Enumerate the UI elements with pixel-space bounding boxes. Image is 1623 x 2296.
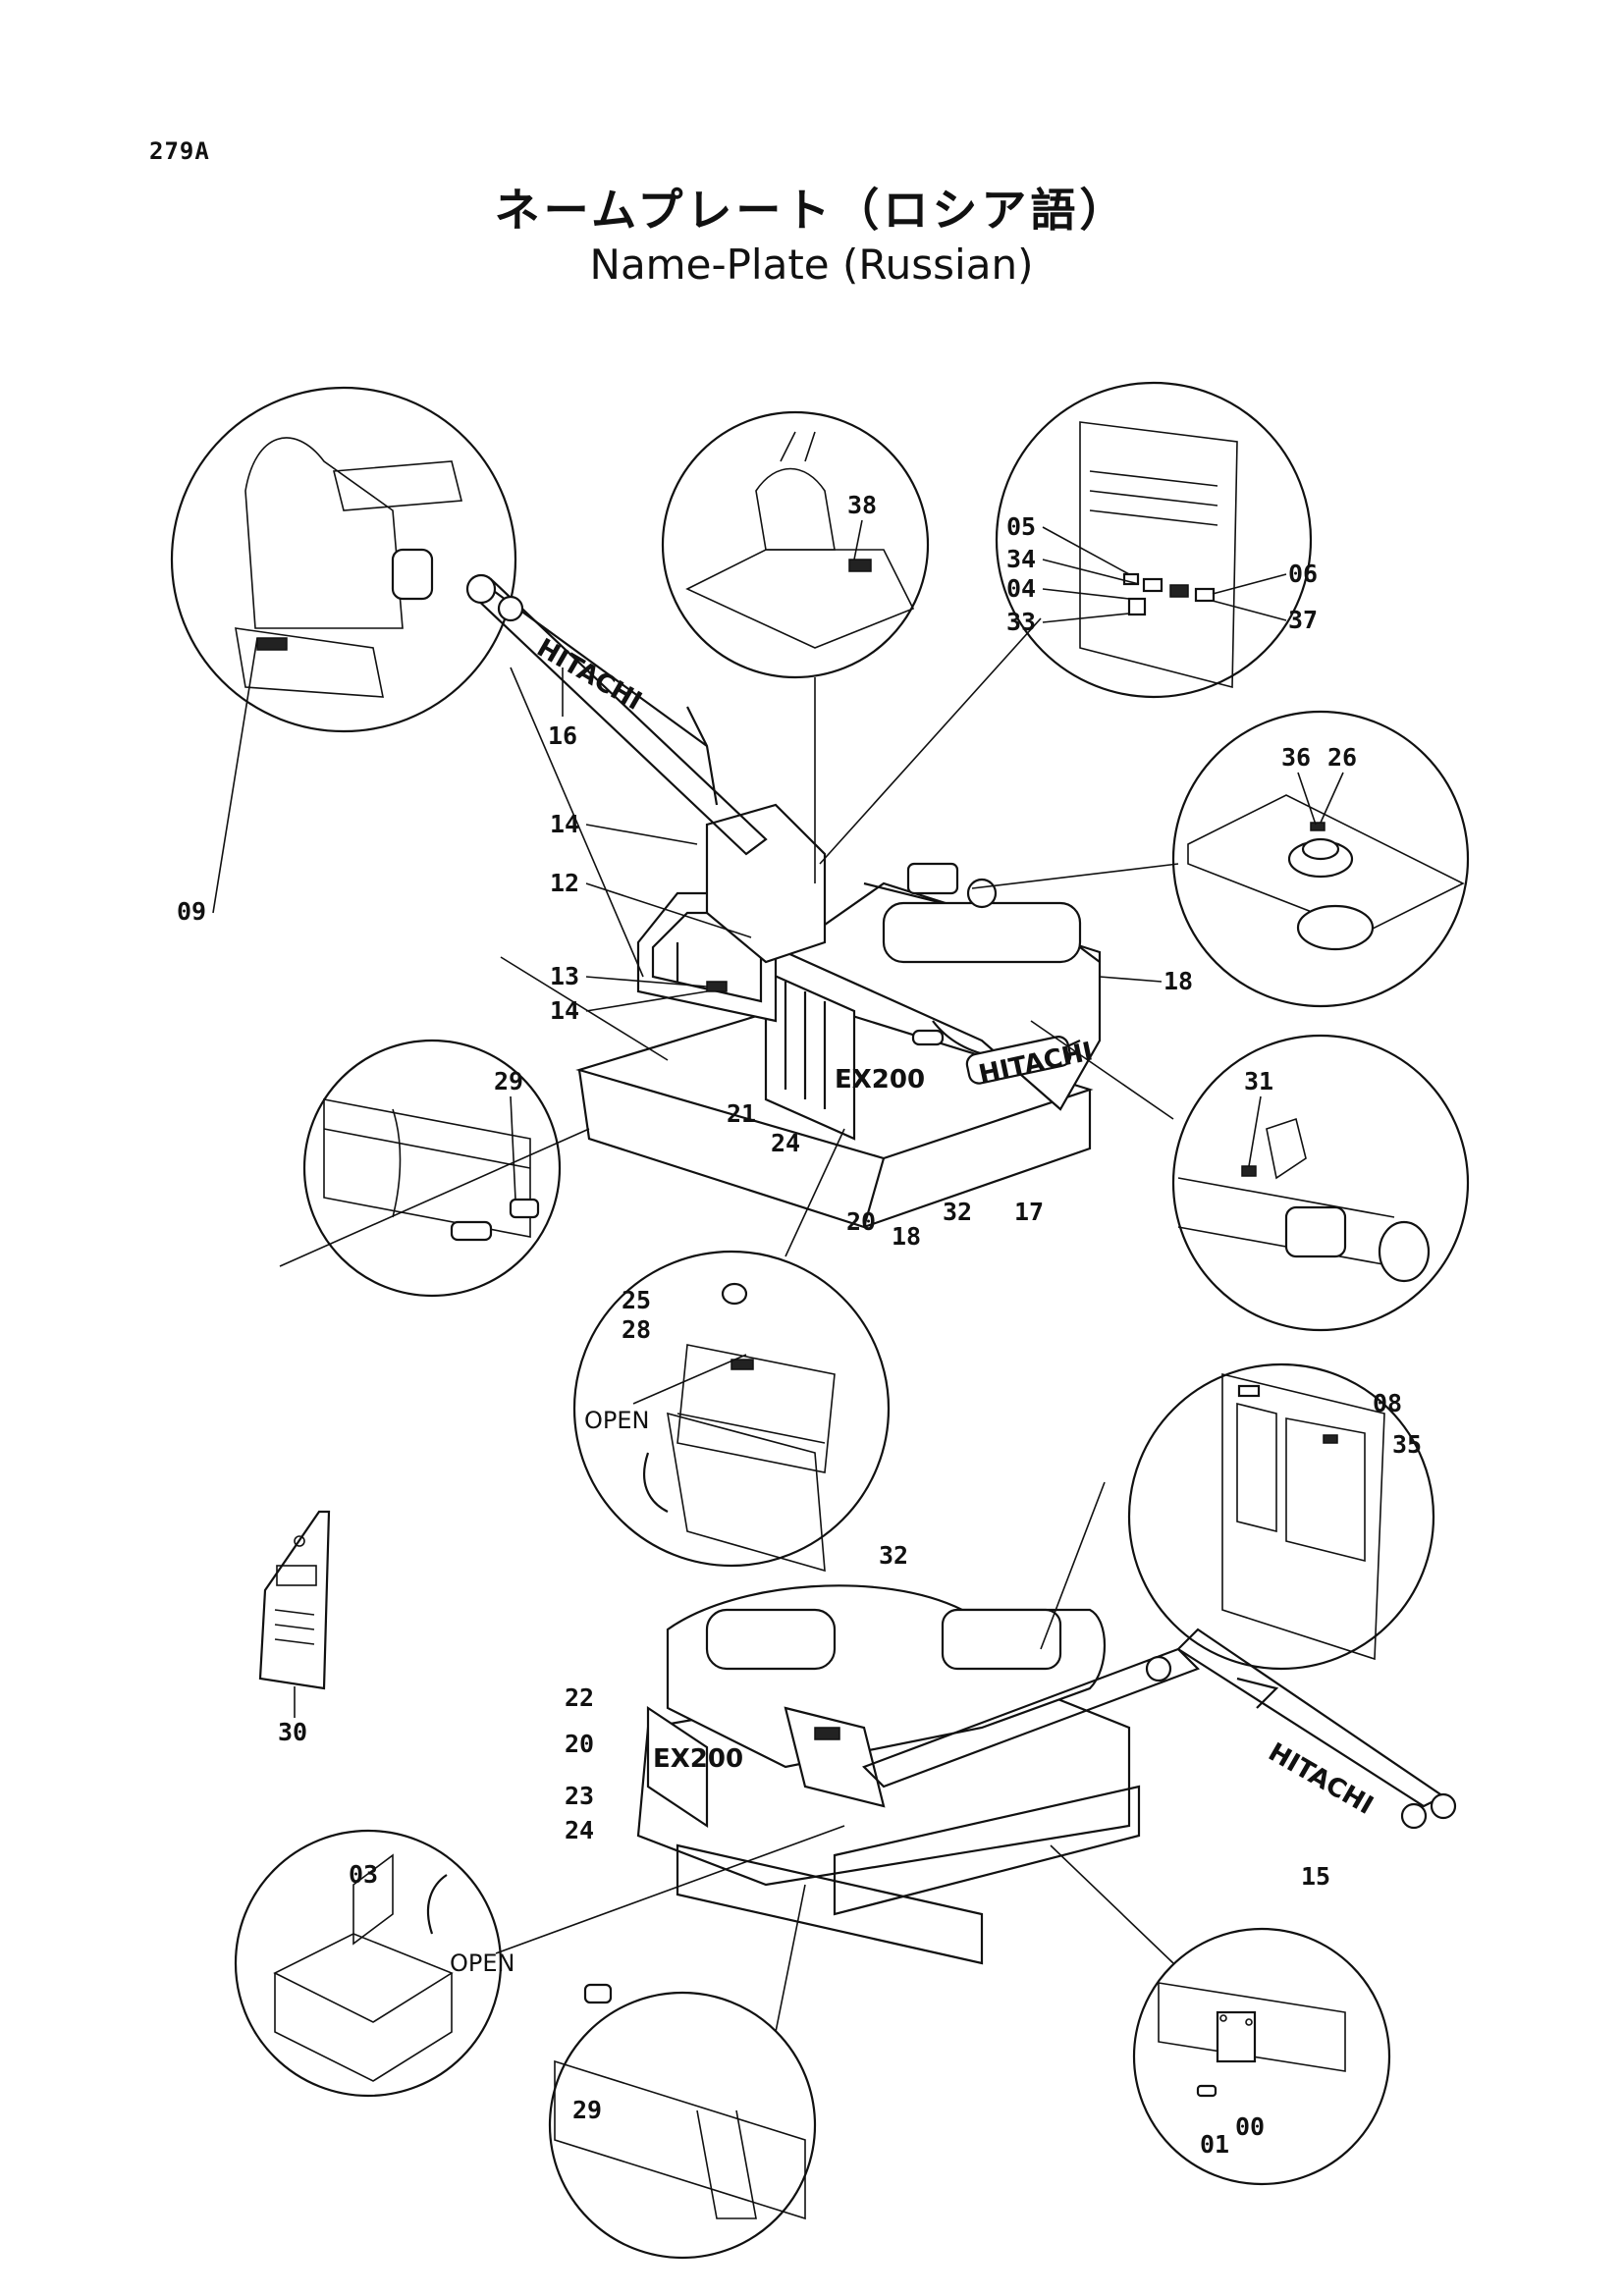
callout-24-upper: 24 bbox=[771, 1129, 800, 1157]
callout-05: 05 bbox=[1006, 512, 1036, 541]
callout-30: 30 bbox=[278, 1718, 307, 1746]
callout-36: 36 bbox=[1281, 743, 1311, 772]
detail-circle-frame-right bbox=[548, 1983, 817, 2260]
open-label-toolbox: OPEN bbox=[450, 1949, 514, 1977]
callout-12: 12 bbox=[550, 869, 579, 897]
excavator-lower: EX200 HITACHI bbox=[636, 1584, 1457, 1965]
callout-32-upper: 32 bbox=[943, 1198, 972, 1226]
detail-circle-hydraulic-pipe bbox=[1171, 1034, 1470, 1332]
callout-34: 34 bbox=[1006, 545, 1036, 573]
detail-circle-cab-door bbox=[1127, 1362, 1435, 1671]
callout-23: 23 bbox=[565, 1782, 594, 1810]
detail-circle-seat bbox=[170, 386, 517, 733]
callout-25: 25 bbox=[622, 1286, 651, 1314]
callout-29-upper: 29 bbox=[494, 1067, 523, 1095]
callout-leaders bbox=[212, 519, 1344, 1201]
detail-circle-fuel-cap bbox=[1171, 710, 1470, 1008]
callout-28: 28 bbox=[622, 1315, 651, 1344]
callout-31: 31 bbox=[1244, 1067, 1273, 1095]
detail-circle-battery bbox=[572, 1250, 891, 1573]
callout-37: 37 bbox=[1288, 606, 1318, 634]
callout-21: 21 bbox=[727, 1099, 756, 1128]
page-number: 279A bbox=[149, 137, 210, 165]
callout-35: 35 bbox=[1392, 1430, 1422, 1459]
callout-22: 22 bbox=[565, 1683, 594, 1712]
callout-38: 38 bbox=[847, 491, 877, 519]
callout-20-lower: 20 bbox=[565, 1730, 594, 1758]
callout-26: 26 bbox=[1327, 743, 1357, 772]
callout-24-lower: 24 bbox=[565, 1816, 594, 1844]
detail-circle-toolbox bbox=[234, 1829, 503, 2098]
callout-15: 15 bbox=[1301, 1862, 1330, 1891]
callout-00: 00 bbox=[1235, 2112, 1265, 2141]
callout-18-right: 18 bbox=[1163, 967, 1193, 995]
callouts: 38 05 34 04 33 06 37 16 14 12 09 13 14 3… bbox=[177, 491, 1422, 2159]
title-japanese: ネームプレート（ロシア語） bbox=[494, 184, 1129, 237]
callout-29-lower: 29 bbox=[572, 2096, 602, 2124]
open-label-battery: OPEN bbox=[584, 1407, 649, 1434]
leader-lines bbox=[279, 617, 1179, 2033]
callout-04: 04 bbox=[1006, 574, 1036, 603]
callout-18-bottom: 18 bbox=[892, 1222, 921, 1251]
callout-01: 01 bbox=[1200, 2130, 1229, 2159]
callout-33: 33 bbox=[1006, 608, 1036, 636]
model-label: EX200 bbox=[835, 1065, 925, 1095]
callout-09: 09 bbox=[177, 897, 206, 926]
callout-03: 03 bbox=[349, 1860, 378, 1889]
detail-circle-cab-window bbox=[995, 381, 1313, 699]
model-label-lower: EX200 bbox=[653, 1744, 743, 1774]
callout-06: 06 bbox=[1288, 560, 1318, 588]
detail-circle-frame-left bbox=[302, 1039, 562, 1298]
callout-17: 17 bbox=[1014, 1198, 1044, 1226]
callout-14-top: 14 bbox=[550, 810, 579, 838]
title-english: Name-Plate (Russian) bbox=[589, 240, 1034, 289]
callout-13: 13 bbox=[550, 962, 579, 990]
detail-circle-serial-plate bbox=[1132, 1927, 1391, 2186]
callout-20-upper: 20 bbox=[846, 1207, 876, 1236]
brand-label-lower-arm: HITACHI bbox=[1264, 1737, 1379, 1821]
callout-08: 08 bbox=[1373, 1389, 1402, 1417]
tag-drawing bbox=[258, 1510, 331, 1718]
callout-32-lower: 32 bbox=[879, 1541, 908, 1570]
detail-circle-console bbox=[661, 410, 930, 679]
callout-16: 16 bbox=[548, 721, 577, 750]
callout-14-bottom: 14 bbox=[550, 996, 579, 1025]
